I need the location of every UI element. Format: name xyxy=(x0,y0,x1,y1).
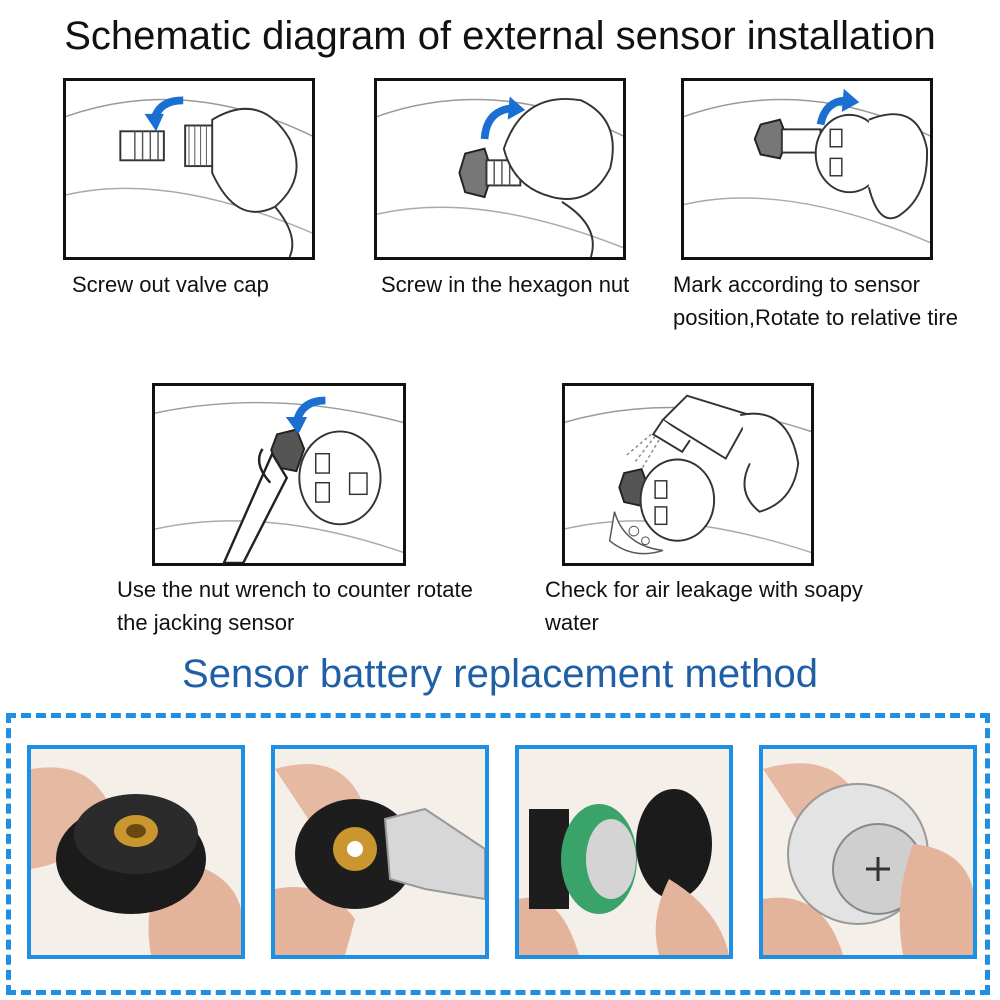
step-3-illustration xyxy=(681,78,933,260)
wrench-open-sensor-photo xyxy=(275,749,485,955)
curved-arrow-icon xyxy=(480,96,526,140)
step-4-caption: Use the nut wrench to counter rotate the… xyxy=(117,577,473,635)
battery-steps-border xyxy=(6,713,990,995)
step-5-caption: Check for air leakage with soapy water xyxy=(545,577,863,635)
step-3-caption: Mark according to sensor position,Rotate… xyxy=(673,272,958,330)
sensor-cap-icon xyxy=(298,430,382,526)
step-2-caption: Screw in the hexagon nut xyxy=(381,272,630,297)
curved-arrow-icon xyxy=(285,396,326,435)
battery-title: Sensor battery replacement method xyxy=(182,652,818,696)
wrench-drawing xyxy=(155,396,403,563)
battery-photo-4 xyxy=(759,745,977,959)
battery-coin-cell-photo xyxy=(763,749,973,955)
battery-photo-2 xyxy=(271,745,489,959)
install-title: Schematic diagram of external sensor ins… xyxy=(64,14,936,58)
sensor-opened-photo xyxy=(519,749,729,955)
curved-arrow-icon xyxy=(816,88,860,126)
hexagon-nut-drawing xyxy=(377,96,623,257)
step-4-illustration xyxy=(152,383,406,566)
step-1-illustration xyxy=(63,78,315,260)
step-5-illustration xyxy=(562,383,814,566)
valve-cap-drawing xyxy=(66,96,312,257)
battery-photo-1 xyxy=(27,745,245,959)
wrench-icon xyxy=(222,448,289,563)
spray-bottle-icon xyxy=(625,394,800,513)
sensor-mark-drawing xyxy=(684,88,930,244)
sensor-in-hand-photo xyxy=(31,749,241,955)
curved-arrow-icon xyxy=(144,96,184,132)
wrench-icon xyxy=(383,807,485,901)
battery-photo-3 xyxy=(515,745,733,959)
step-1-caption: Screw out valve cap xyxy=(72,272,269,297)
sensor-cap-icon xyxy=(639,458,716,542)
step-2-illustration xyxy=(374,78,626,260)
soapy-water-drawing xyxy=(565,394,811,555)
